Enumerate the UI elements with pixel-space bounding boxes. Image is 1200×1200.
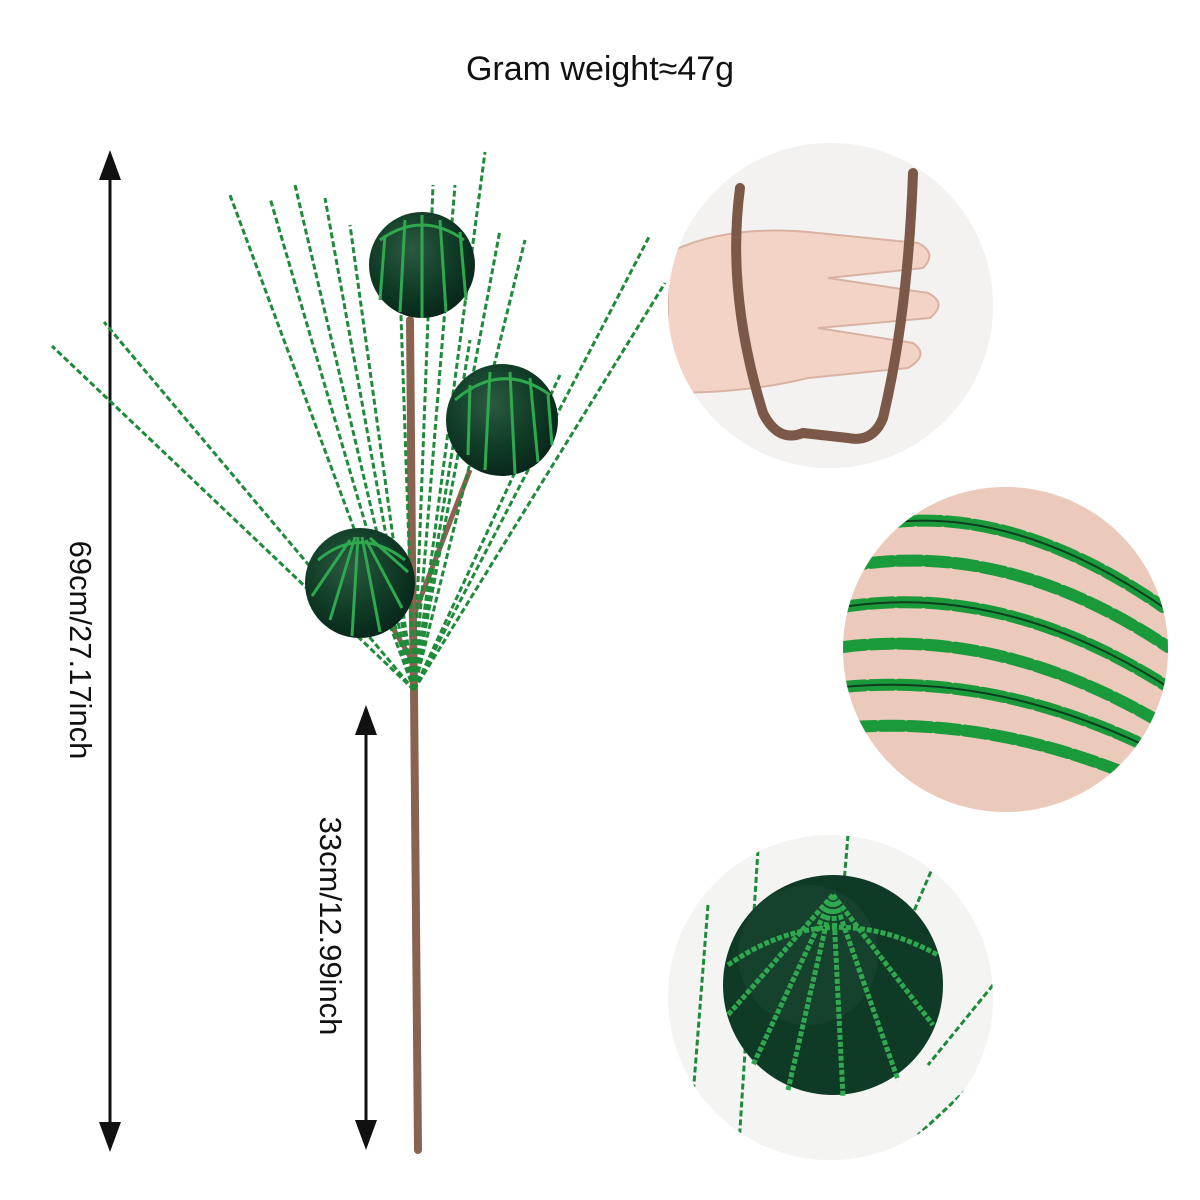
tinsel-wire-closeup-icon — [843, 487, 1168, 812]
weight-label: Gram weight≈47g — [465, 50, 735, 88]
detail-stem-closeup — [668, 143, 993, 468]
total-height-arrow — [99, 150, 121, 1152]
velvet-ball-low — [305, 528, 415, 638]
hand-holding-stem-icon — [668, 143, 993, 468]
detail-tinsel-closeup — [843, 487, 1168, 812]
velvet-ball-closeup-icon — [668, 835, 993, 1160]
stem-length-label: 33cm/12.99inch — [313, 816, 348, 1036]
stem-length-arrow — [355, 705, 377, 1150]
total-height-label: 69cm/27.17inch — [63, 540, 98, 760]
detail-ball-closeup — [668, 835, 993, 1160]
velvet-ball-middle — [446, 364, 558, 476]
velvet-ball-top — [369, 212, 475, 318]
